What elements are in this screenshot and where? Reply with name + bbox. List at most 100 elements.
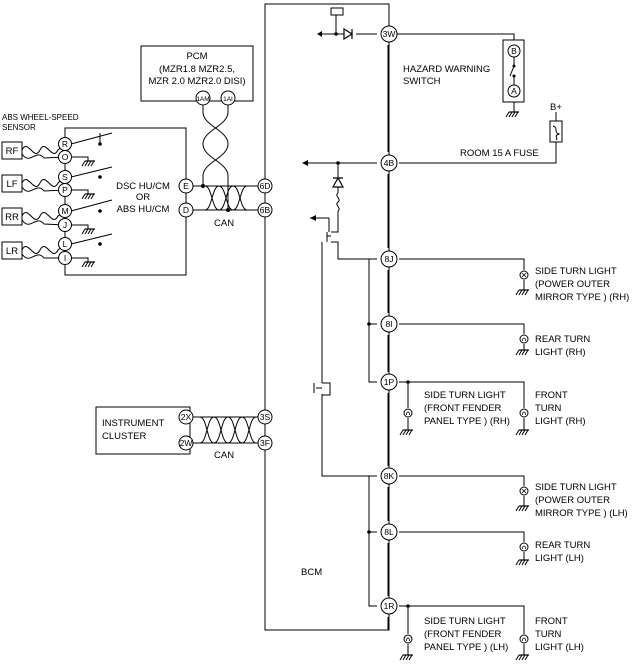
pin-6d: 6D — [257, 178, 273, 194]
label-pcm: PCM (MZR1.8 MZR2.5, MZR 2.0 MZR2.0 DISI) — [148, 51, 245, 87]
svg-text:PANEL TYPE ) (LH): PANEL TYPE ) (LH) — [424, 642, 508, 653]
pin-8k: 8K — [380, 467, 398, 485]
label-fender-rh: SIDE TURN LIGHT (FRONT FENDER PANEL TYPE… — [424, 390, 510, 427]
svg-text:MZR 2.0 MZR2.0 DISI): MZR 2.0 MZR2.0 DISI) — [148, 76, 245, 87]
label-side-turn-lh: SIDE TURN LIGHT (POWER OUTER MIRROR TYPE… — [535, 482, 628, 519]
svg-text:S: S — [62, 172, 68, 182]
pin-3f: 3F — [257, 435, 273, 451]
pin-d: D — [178, 202, 194, 218]
pin-3w: 3W — [380, 25, 398, 43]
pin-8j: 8J — [380, 250, 398, 268]
pin-2w: 2W — [178, 435, 194, 451]
sensor-rf-wires — [21, 143, 66, 159]
svg-text:LIGHT (LH): LIGHT (LH) — [535, 553, 584, 564]
svg-text:ABS HU/CM: ABS HU/CM — [117, 204, 170, 215]
pin-3s: 3S — [257, 409, 273, 425]
wheel-sensors: RF LF RR LR — [1, 132, 113, 268]
sensor-lf-wires — [21, 176, 66, 192]
svg-text:SIDE TURN LIGHT: SIDE TURN LIGHT — [424, 390, 506, 401]
pin-8i: 8I — [380, 315, 398, 333]
label-bcm: BCM — [301, 567, 322, 578]
svg-text:8I: 8I — [385, 319, 392, 329]
bcm-circuits — [302, 7, 563, 661]
sensor-rf-label: RF — [6, 146, 19, 157]
svg-text:3S: 3S — [260, 412, 271, 422]
label-front-lh: FRONT TURN LIGHT (LH) — [535, 616, 584, 653]
svg-text:(FRONT FENDER: (FRONT FENDER — [424, 629, 502, 640]
sensor-rr-box — [1, 207, 23, 226]
label-dsc: DSC HU/CM OR ABS HU/CM — [116, 181, 170, 215]
can-bus-bottom — [193, 416, 258, 444]
svg-text:D: D — [183, 205, 189, 215]
label-front-rh: FRONT TURN LIGHT (RH) — [535, 390, 586, 427]
svg-text:HAZARD WARNING: HAZARD WARNING — [403, 64, 490, 75]
svg-text:TURN: TURN — [535, 629, 562, 640]
svg-text:O: O — [62, 152, 69, 162]
label-side-turn-rh: SIDE TURN LIGHT (POWER OUTER MIRROR TYPE… — [535, 266, 629, 303]
pin-e: E — [178, 178, 194, 194]
svg-text:(FRONT FENDER: (FRONT FENDER — [424, 403, 502, 414]
svg-text:6B: 6B — [260, 205, 271, 215]
svg-text:I: I — [64, 253, 66, 263]
pin-m: M — [58, 204, 72, 218]
svg-text:8K: 8K — [384, 471, 395, 481]
sensor-lr-box — [1, 241, 23, 260]
label-abs-sensor: ABS WHEEL-SPEED SENSOR — [2, 113, 79, 132]
pin-4b: 4B — [380, 154, 398, 172]
label-rear-turn-rh: REAR TURN LIGHT (RH) — [535, 334, 590, 358]
svg-text:FRONT: FRONT — [535, 616, 568, 627]
svg-text:LIGHT (RH): LIGHT (RH) — [535, 347, 586, 358]
sensor-rr-wires — [21, 210, 66, 226]
svg-text:CLUSTER: CLUSTER — [102, 431, 146, 442]
label-rear-turn-lh: REAR TURN LIGHT (LH) — [535, 540, 590, 564]
pin-s: S — [58, 170, 72, 184]
svg-text:SIDE TURN LIGHT: SIDE TURN LIGHT — [535, 482, 617, 493]
sensor-rf-box — [1, 141, 23, 160]
pin-8l: 8L — [380, 523, 398, 541]
label-instrument-cluster: INSTRUMENT CLUSTER — [102, 418, 164, 442]
svg-text:J: J — [63, 220, 67, 230]
sensor-lr-wires — [21, 243, 66, 259]
label-can-bottom: CAN — [214, 450, 234, 461]
dsc-box — [64, 127, 187, 276]
sensor-rr-label: RR — [5, 212, 19, 223]
svg-text:(MZR1.8 MZR2.5,: (MZR1.8 MZR2.5, — [159, 64, 235, 75]
sensor-lr-label: LR — [6, 246, 18, 257]
label-bplus: B+ — [550, 102, 562, 113]
sensor-lf-box — [1, 174, 23, 193]
svg-text:2W: 2W — [180, 438, 193, 448]
svg-text:PANEL TYPE ) (RH): PANEL TYPE ) (RH) — [424, 416, 510, 427]
svg-text:(POWER OUTER: (POWER OUTER — [535, 495, 610, 506]
bcm-box — [264, 3, 390, 631]
svg-text:(POWER OUTER: (POWER OUTER — [535, 279, 610, 290]
svg-text:DSC HU/CM: DSC HU/CM — [116, 181, 170, 192]
svg-text:LIGHT (RH): LIGHT (RH) — [535, 416, 586, 427]
svg-text:OR: OR — [136, 192, 150, 203]
can-bus-top — [193, 105, 258, 212]
label-room-fuse: ROOM 15 A FUSE — [460, 148, 539, 159]
pin-1r: 1R — [380, 597, 398, 615]
label-can-top: CAN — [214, 218, 234, 229]
svg-text:E: E — [183, 181, 189, 191]
svg-text:3W: 3W — [383, 29, 396, 39]
pin-l: L — [58, 237, 72, 251]
svg-text:FRONT: FRONT — [535, 390, 568, 401]
svg-text:INSTRUMENT: INSTRUMENT — [102, 418, 164, 429]
sensor-lf-label: LF — [6, 179, 17, 190]
svg-text:R: R — [62, 139, 68, 149]
svg-text:B: B — [511, 46, 517, 56]
pin-o: O — [58, 150, 72, 164]
svg-text:1P: 1P — [384, 377, 395, 387]
svg-text:SIDE TURN LIGHT: SIDE TURN LIGHT — [535, 266, 617, 277]
svg-text:ABS WHEEL-SPEED: ABS WHEEL-SPEED — [2, 113, 79, 122]
svg-text:1R: 1R — [384, 601, 395, 611]
svg-text:1AI: 1AI — [223, 96, 233, 103]
pin-r: R — [58, 137, 72, 151]
svg-text:3F: 3F — [260, 438, 270, 448]
pin-1am: 1AM — [195, 90, 211, 106]
pin-j: J — [58, 218, 72, 232]
svg-text:A: A — [511, 86, 517, 96]
pin-6b: 6B — [257, 202, 273, 218]
svg-text:REAR TURN: REAR TURN — [535, 540, 590, 551]
